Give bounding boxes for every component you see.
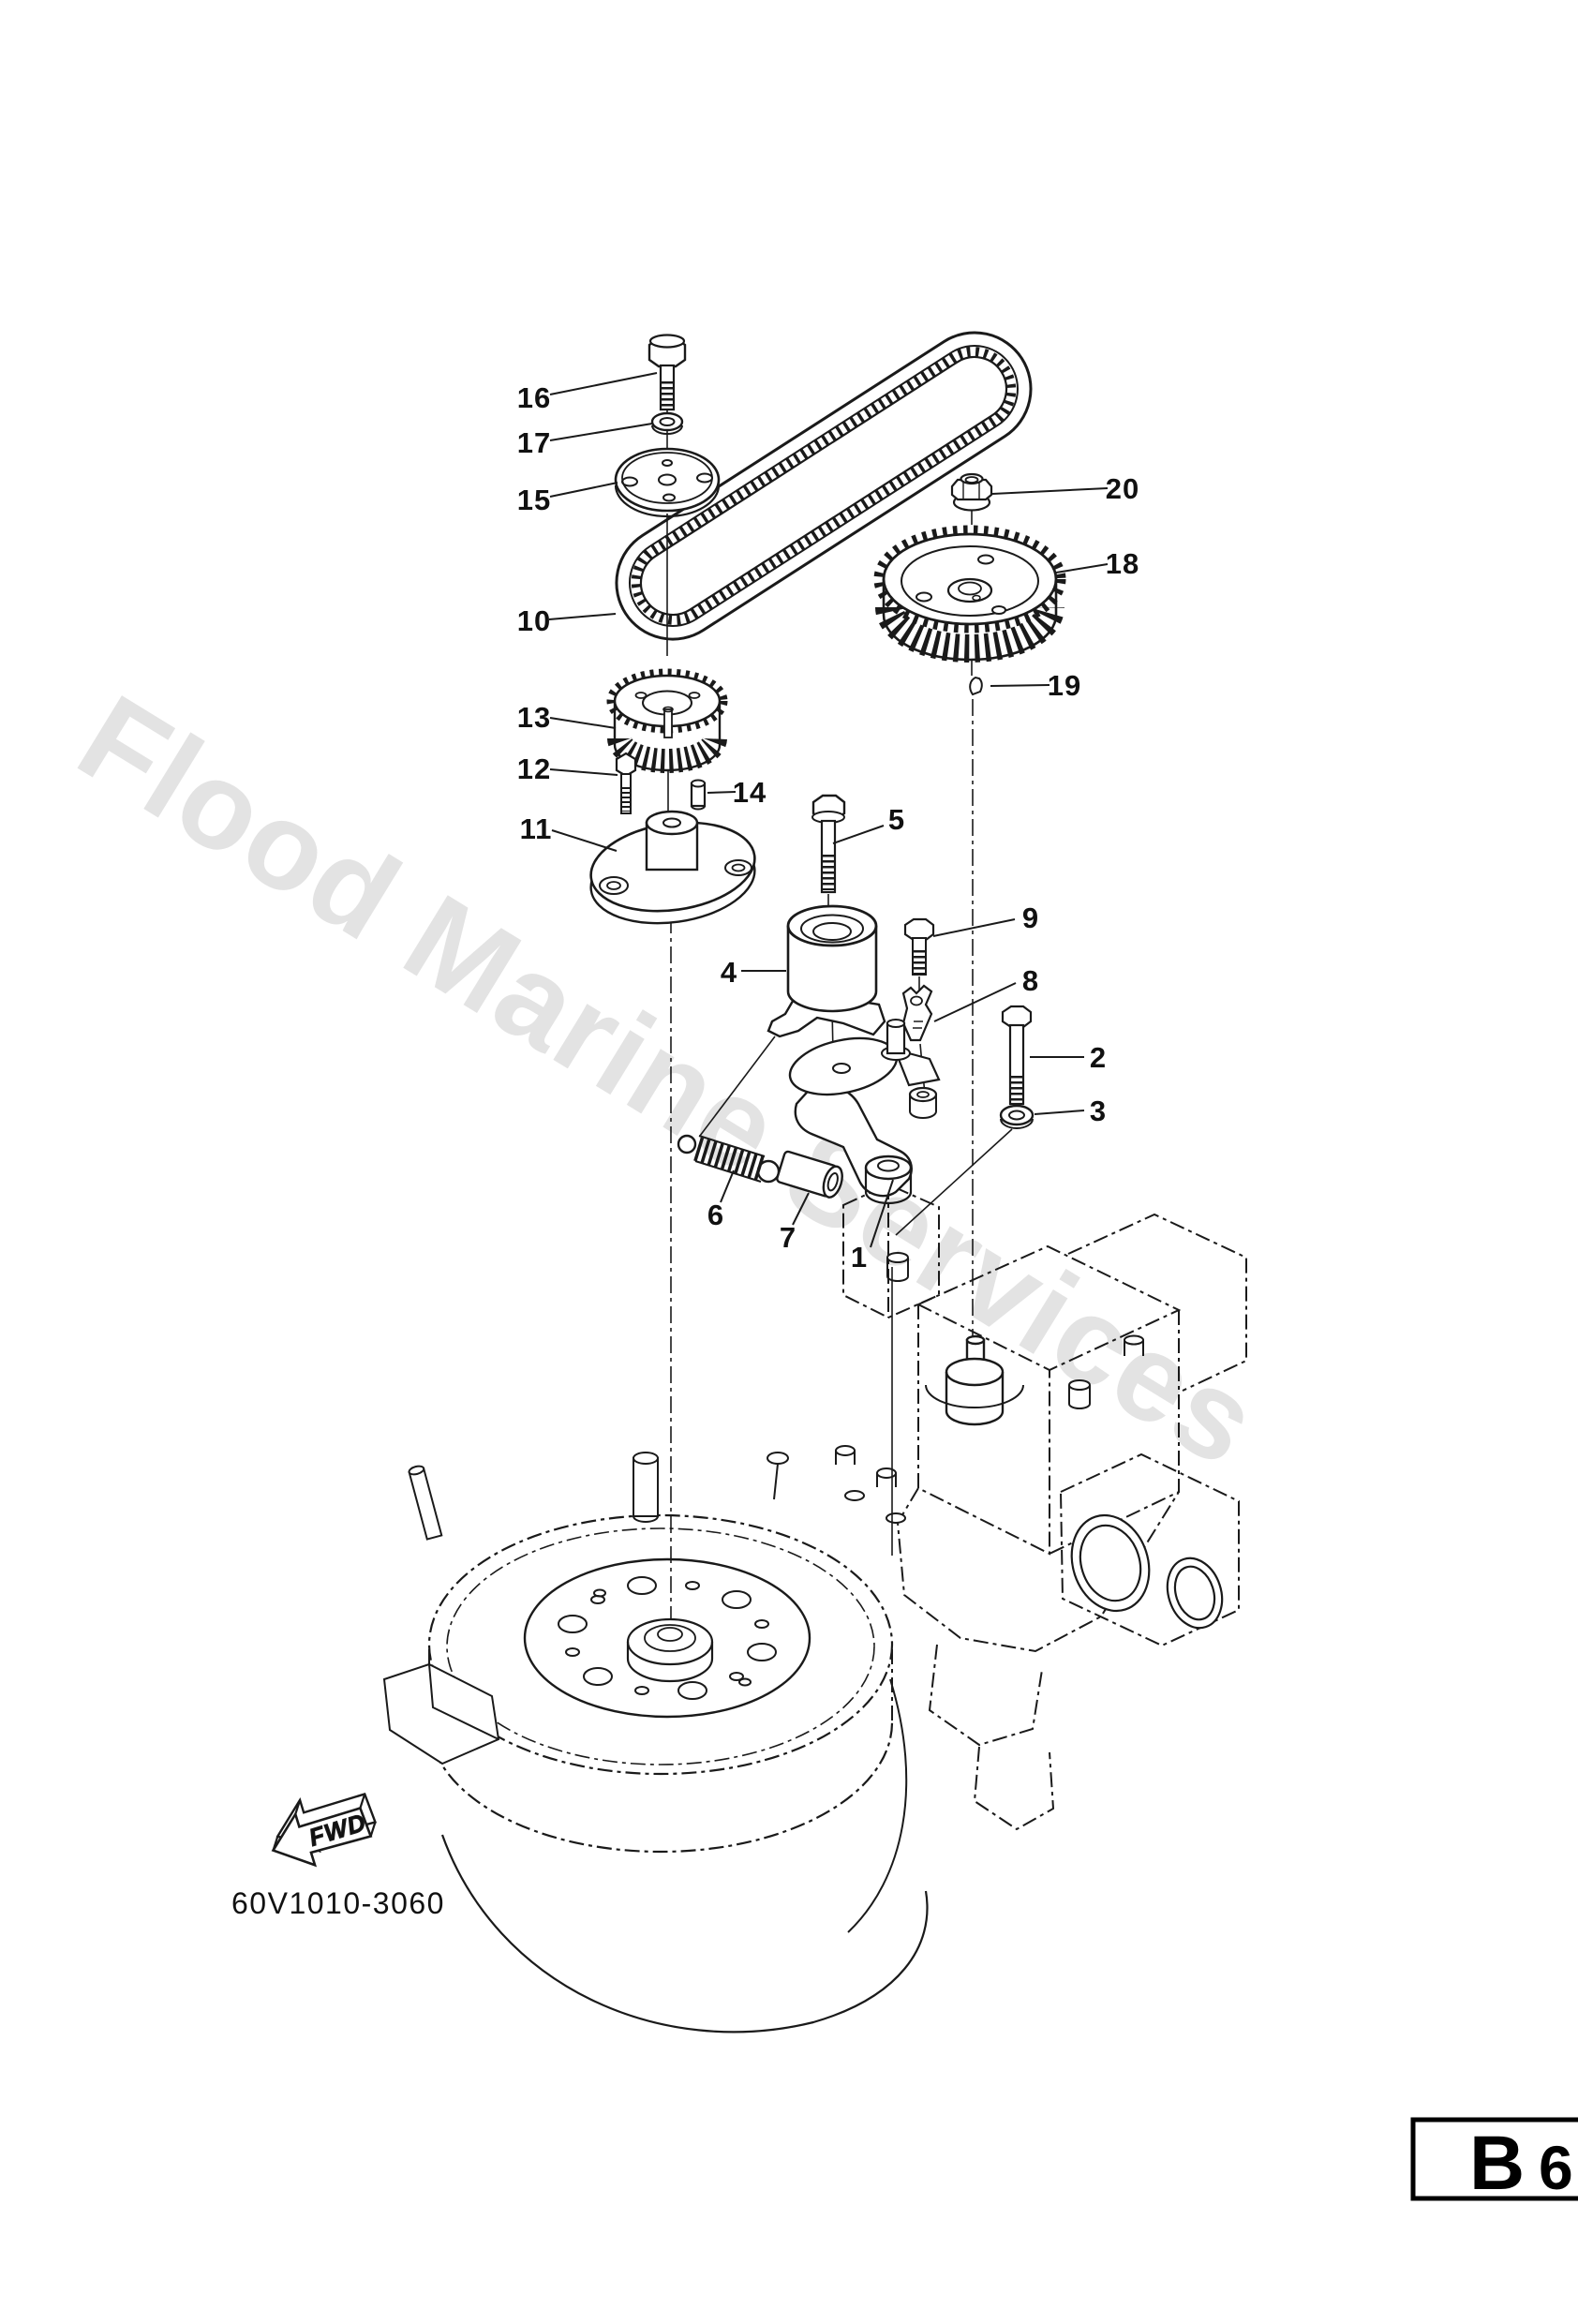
bolt-5 [811, 794, 846, 894]
plate-15 [614, 447, 721, 518]
crank-boss [925, 1334, 1024, 1426]
drawing-number: 60V1010-3060 [231, 1886, 445, 1920]
watermark-text: Flood Marine Services [56, 669, 1281, 1493]
callout-leader-18 [1055, 563, 1109, 574]
callout-leader-15 [549, 482, 618, 498]
callout-leader-8 [933, 982, 1017, 1022]
tensioner-arm-1 [788, 1019, 941, 1205]
callout-label-6: 6 [707, 1199, 724, 1231]
callout-label-1: 1 [851, 1241, 868, 1274]
oil-pump-11 [589, 810, 756, 925]
callout-leader-14 [707, 791, 737, 794]
nut-20 [950, 472, 993, 512]
gear-18 [873, 525, 1066, 663]
washer-17 [650, 411, 684, 435]
flywheel-bolt-holes [558, 1576, 777, 1700]
flywheel-hub [626, 1617, 714, 1683]
callout-label-10: 10 [517, 604, 551, 637]
callout-label-4: 4 [721, 956, 737, 989]
washer-3 [999, 1104, 1035, 1129]
clip-8 [901, 984, 933, 1042]
callout-leader-3 [1034, 1110, 1085, 1115]
callout-leader-7 [792, 1192, 810, 1226]
callout-leader-20 [991, 487, 1109, 495]
gear-13 [606, 668, 728, 773]
callout-label-18: 18 [1106, 547, 1139, 580]
callout-label-14: 14 [733, 776, 767, 809]
callout-leader-13 [549, 717, 617, 729]
callout-label-17: 17 [517, 426, 551, 459]
callout-label-5: 5 [888, 803, 905, 836]
callout-leader-16 [549, 372, 658, 395]
page-code-letter: B [1469, 2121, 1525, 2206]
key-19 [969, 676, 983, 696]
flywheel [382, 1452, 929, 2034]
engine-block [835, 1183, 1247, 1831]
bolt-16 [648, 334, 687, 411]
callout-label-12: 12 [517, 752, 551, 785]
callout-label-9: 9 [1022, 901, 1039, 934]
callout-leader-12 [549, 768, 618, 776]
tensioner-4 [767, 904, 886, 1038]
callout-leader-19 [990, 684, 1050, 687]
callout-leader-9 [932, 918, 1016, 937]
intake-openings [1070, 1513, 1224, 1630]
callout-leader-10 [548, 613, 617, 620]
watermark: Flood Marine Services [56, 669, 1281, 1493]
bolt-9 [903, 917, 935, 976]
flywheel-lug [382, 1662, 500, 1765]
timing-belt [615, 331, 1033, 641]
callout-label-13: 13 [517, 701, 551, 734]
callout-label-7: 7 [780, 1221, 796, 1254]
callout-leader-5 [832, 825, 885, 844]
callout-label-16: 16 [517, 381, 551, 414]
bolt-2 [1001, 1005, 1033, 1106]
block-studs [835, 1252, 1144, 1556]
collar-7 [776, 1150, 843, 1199]
callout-label-2: 2 [1090, 1041, 1107, 1074]
callout-leader-11 [551, 829, 618, 852]
callout-leader-17 [549, 423, 653, 441]
fwd-arrow: FWD [271, 1792, 378, 1868]
callout-label-3: 3 [1090, 1095, 1107, 1127]
page-code-box: B 6 [1410, 2117, 1578, 2206]
callout-label-8: 8 [1022, 964, 1039, 997]
pin-14 [690, 779, 707, 811]
page-code-digit: 6 [1539, 2133, 1573, 2202]
upper-studs [408, 1452, 789, 1541]
callout-label-11: 11 [520, 812, 553, 845]
callout-leader-6 [720, 1169, 735, 1203]
callout-label-15: 15 [517, 484, 551, 516]
callout-label-20: 20 [1106, 472, 1139, 505]
callout-leader-1 [870, 1179, 894, 1248]
bolt-12 [615, 752, 637, 814]
callout-label-19: 19 [1048, 669, 1081, 702]
